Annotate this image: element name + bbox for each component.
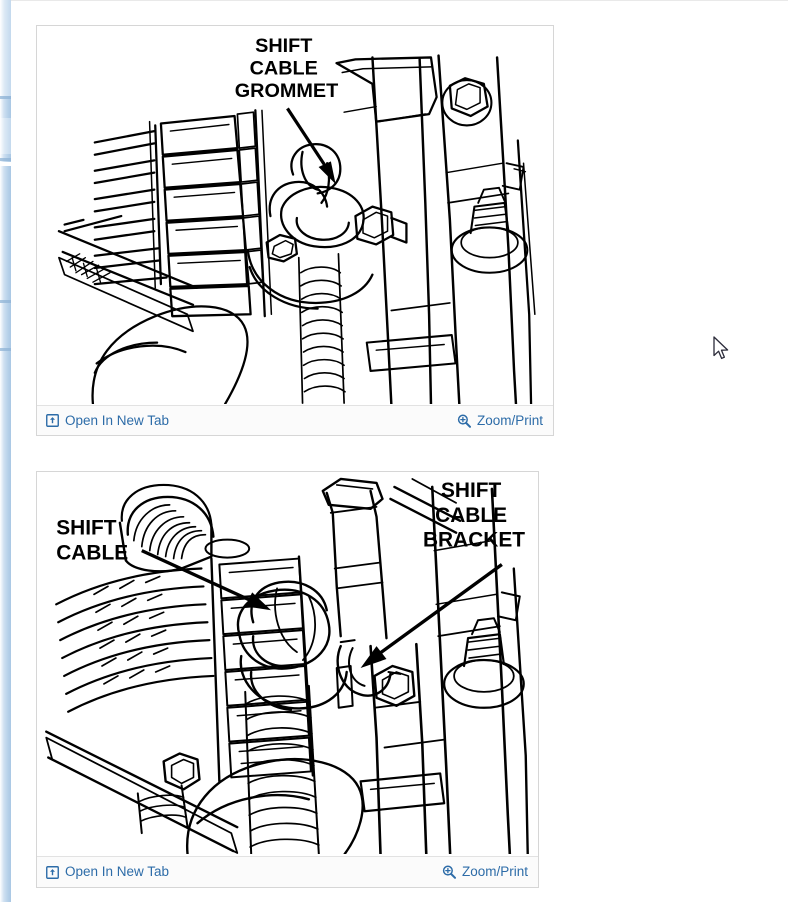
magnifier-plus-icon xyxy=(457,414,471,428)
left-sidebar-strip[interactable] xyxy=(0,0,11,902)
open-in-new-tab-icon xyxy=(46,414,59,427)
shift-cable-bracket-illustration: SHIFT CABLE SHIFT CABLE BRACKET xyxy=(45,477,529,854)
zoom-print-label: Zoom/Print xyxy=(461,864,528,880)
sidebar-divider xyxy=(0,96,11,99)
top-hairline xyxy=(0,0,788,1)
figure-2-footer: Open In New Tab Zoom/Print xyxy=(37,856,538,887)
mouse-pointer-cursor xyxy=(713,336,731,362)
open-in-new-tab-label: Open In New Tab xyxy=(65,412,170,428)
open-in-new-tab-label: Open In New Tab xyxy=(65,864,170,880)
sidebar-divider xyxy=(0,158,11,161)
open-in-new-tab-button-1[interactable]: Open In New Tab xyxy=(46,414,169,428)
zoom-print-label: Zoom/Print xyxy=(476,412,543,428)
sidebar-divider xyxy=(0,300,11,303)
sidebar-divider xyxy=(0,348,11,351)
label-shift-cable: SHIFT CABLE xyxy=(56,517,128,565)
zoom-print-button-1[interactable]: Zoom/Print xyxy=(457,414,543,428)
sidebar-gap xyxy=(0,162,11,166)
open-in-new-tab-icon xyxy=(46,865,59,879)
leader-arrow-shift-cable xyxy=(141,549,272,611)
leader-arrow-shift-cable-bracket xyxy=(360,563,503,668)
figure-card-1: SHIFT CABLE GROMMET Open In New Tab xyxy=(36,25,554,436)
figure-2-image[interactable]: SHIFT CABLE SHIFT CABLE BRACKET xyxy=(42,477,533,854)
sidebar-segment xyxy=(0,0,11,96)
magnifier-plus-icon xyxy=(442,865,456,879)
figure-1-image[interactable]: SHIFT CABLE GROMMET xyxy=(42,31,548,404)
shift-cable-grommet-illustration: SHIFT CABLE GROMMET xyxy=(57,35,536,404)
label-shift-cable-bracket: SHIFT CABLE BRACKET xyxy=(423,479,525,552)
sidebar-segment xyxy=(0,118,11,154)
zoom-print-button-2[interactable]: Zoom/Print xyxy=(442,865,528,879)
leader-arrow-grommet xyxy=(286,107,336,184)
label-shift-cable-grommet: SHIFT CABLE GROMMET xyxy=(235,35,339,102)
figure-1-footer: Open In New Tab Zoom/Print xyxy=(37,405,553,435)
figure-card-2: SHIFT CABLE SHIFT CABLE BRACKET xyxy=(36,471,539,888)
open-in-new-tab-button-2[interactable]: Open In New Tab xyxy=(46,865,169,879)
